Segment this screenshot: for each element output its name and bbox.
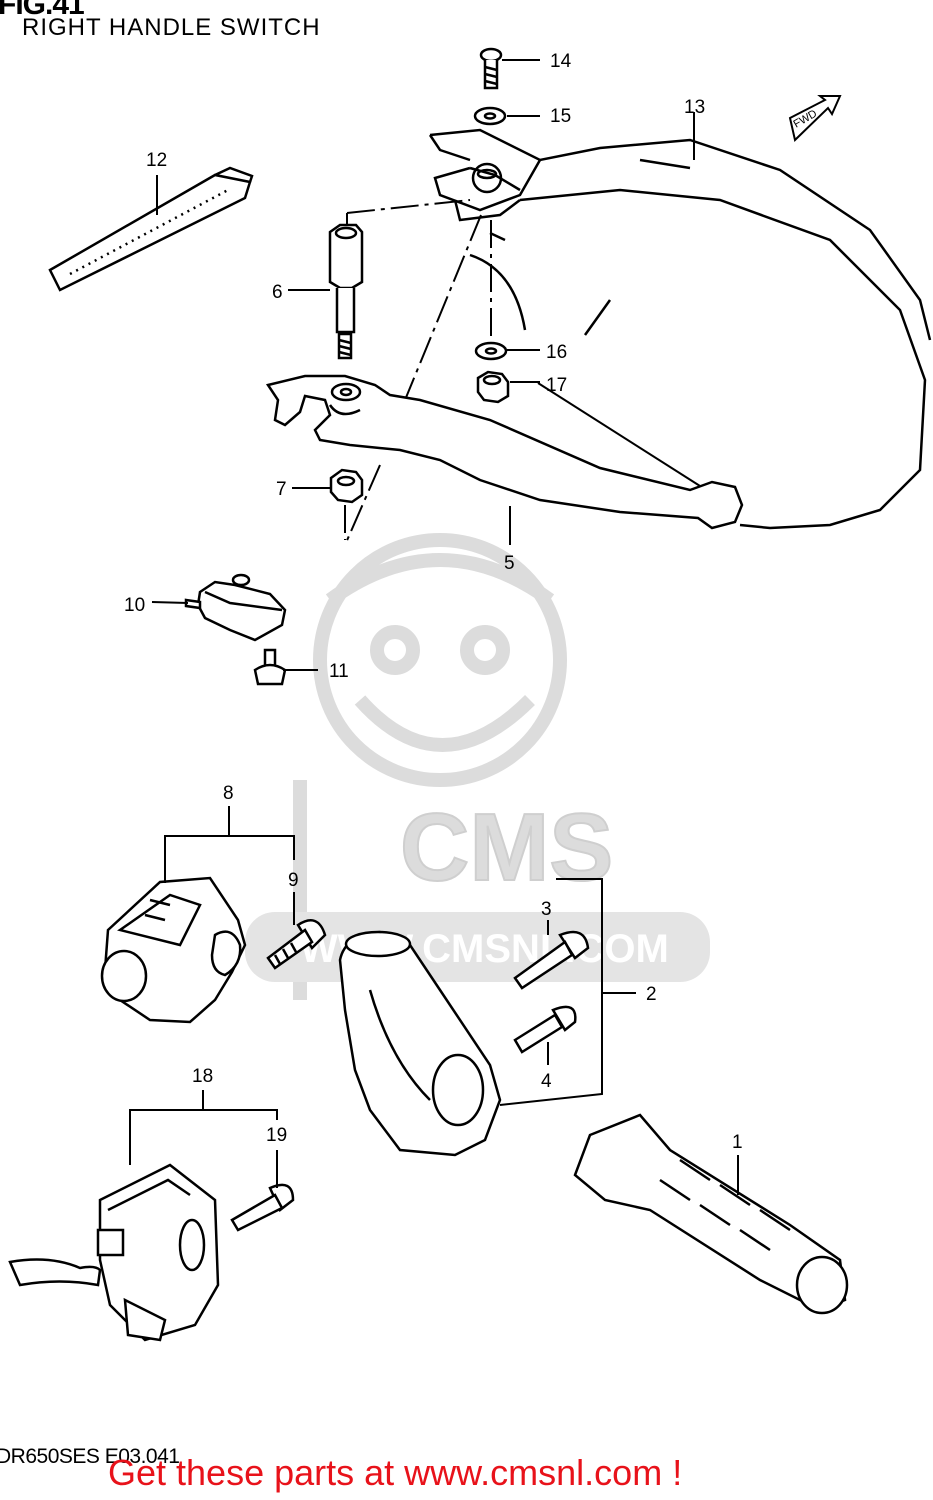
callout-12: 12	[146, 150, 167, 171]
nut-7-drawing	[329, 468, 364, 504]
nut-17-drawing	[476, 370, 510, 404]
pivot-bolt-6-drawing	[328, 223, 364, 360]
cable-tie-drawing	[48, 166, 254, 292]
callout-6: 6	[272, 282, 283, 303]
callout-4: 4	[541, 1071, 552, 1092]
figure-number: FIG.41	[0, 0, 85, 21]
callout-10: 10	[124, 595, 145, 616]
callout-9: 9	[288, 870, 299, 891]
callout-11: 11	[329, 661, 349, 682]
callout-5: 5	[504, 553, 515, 574]
switch-assembly-18-drawing	[8, 1163, 220, 1342]
callout-17: 17	[546, 375, 567, 396]
callout-13: 13	[684, 97, 705, 118]
callout-7: 7	[276, 479, 287, 500]
hand-guard-drawing	[428, 112, 932, 530]
callout-2: 2	[646, 984, 657, 1005]
screw-19-drawing	[230, 1183, 295, 1232]
assembly-axis-lines	[344, 199, 492, 546]
brake-lever-5-drawing	[265, 374, 744, 530]
screw-11-drawing	[253, 648, 287, 686]
callout-1: 1	[732, 1132, 743, 1153]
switch-housing-8-drawing	[100, 876, 247, 1024]
callout-labels: 1 2 3 4 5 6 7 8 9 10 11 12 13 14 15 16 1…	[124, 51, 743, 1153]
screw-9-drawing	[266, 919, 327, 970]
screw-14-drawing	[479, 47, 503, 90]
callout-15: 15	[550, 106, 571, 127]
washer-16-drawing	[474, 341, 508, 361]
callout-18: 18	[192, 1066, 213, 1087]
leader-lines	[129, 59, 739, 1195]
washer-15-drawing	[473, 106, 507, 126]
callout-19: 19	[266, 1125, 287, 1146]
brake-switch-10-drawing	[184, 573, 287, 642]
callout-3: 3	[541, 899, 552, 920]
throttle-housing-2-drawing	[338, 930, 502, 1157]
promo-link[interactable]: Get these parts at www.cmsnl.com !	[108, 1452, 683, 1493]
callout-16: 16	[546, 342, 567, 363]
screw-3-drawing	[513, 930, 590, 990]
diagram-code: DR650SES E03.041	[0, 1445, 180, 1468]
throttle-grip-1-drawing	[573, 1113, 849, 1315]
fwd-arrow-badge: FWD	[788, 95, 842, 142]
cms-watermark	[293, 533, 567, 1000]
watermark-brand: CMS	[400, 794, 613, 901]
diagram-title: RIGHT HANDLE SWITCH	[22, 14, 321, 41]
callout-8: 8	[223, 783, 234, 804]
screw-4-drawing	[513, 1005, 577, 1054]
callout-14: 14	[550, 51, 572, 72]
